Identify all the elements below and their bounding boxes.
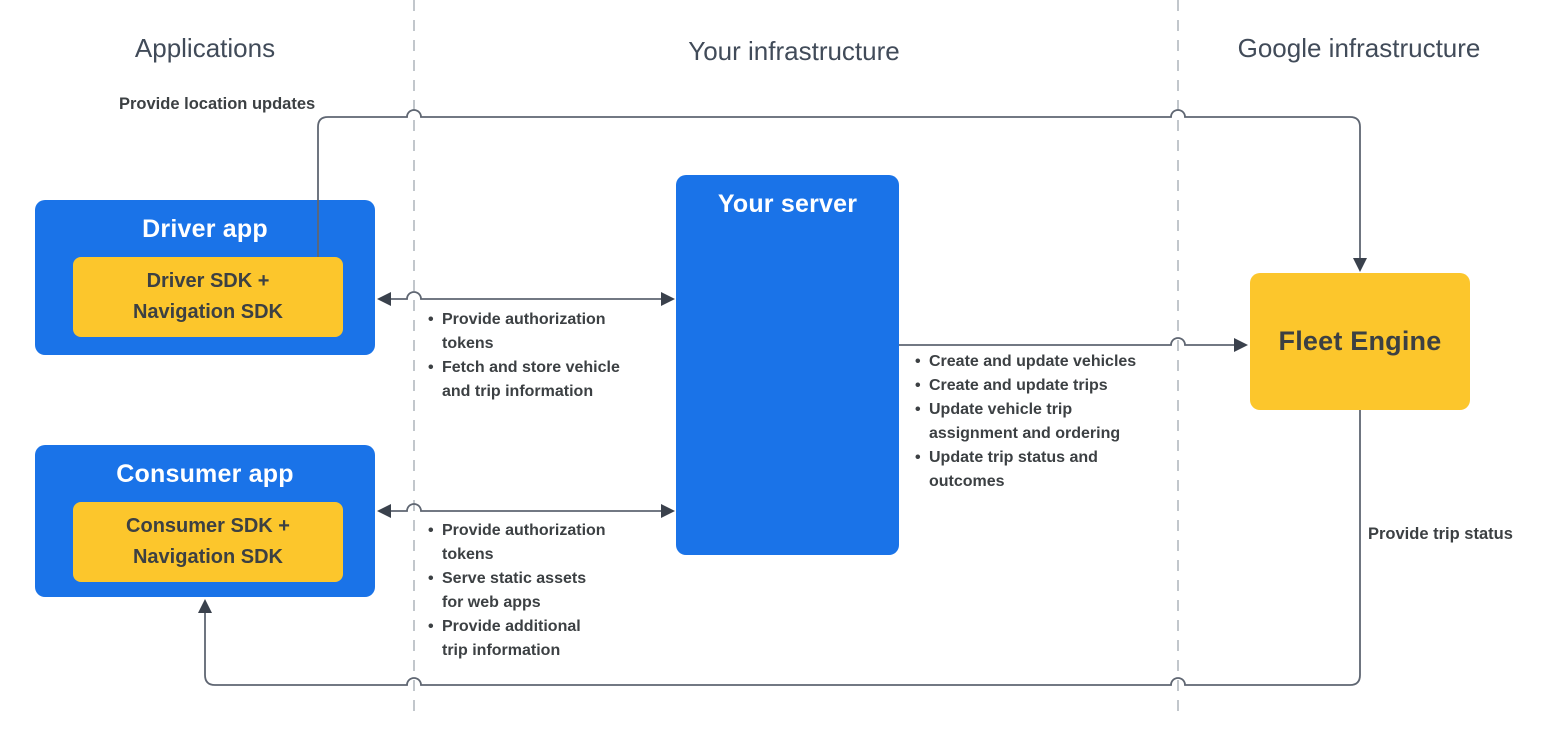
arrowhead-into-fleet-engine-left bbox=[1234, 338, 1248, 352]
edge-consumer-server bbox=[390, 503, 662, 512]
bullet-item: Provide authorization tokens bbox=[428, 308, 668, 356]
driver-server-bullet-list: Provide authorization tokens Fetch and s… bbox=[428, 308, 668, 404]
label-provide-trip-status: Provide trip status bbox=[1368, 525, 1513, 543]
driver-sdk-label: Driver SDK + Navigation SDK bbox=[132, 270, 284, 323]
consumer-app-title: Consumer app bbox=[116, 460, 294, 488]
edge-server-fleet bbox=[899, 337, 1234, 346]
bullet-item: Fetch and store vehicle and trip informa… bbox=[428, 356, 668, 404]
bullet-item: Serve static assets for web apps bbox=[428, 567, 658, 615]
column-header-your-infrastructure: Your infrastructure bbox=[688, 36, 900, 66]
driver-app-node: Driver app Driver SDK + Navigation SDK bbox=[35, 200, 375, 355]
your-server-title: Your server bbox=[717, 190, 858, 218]
arrowhead-into-your-server-top bbox=[661, 292, 675, 306]
arrowhead-into-consumer-app-bottom bbox=[198, 599, 212, 613]
bullet-item: Provide additional trip information bbox=[428, 615, 658, 663]
arrowhead-into-consumer-app bbox=[377, 504, 391, 518]
bullet-item: Create and update vehicles bbox=[915, 350, 1195, 374]
bullet-item: Update vehicle trip assignment and order… bbox=[915, 398, 1195, 446]
bullet-item: Update trip status and outcomes bbox=[915, 446, 1195, 494]
label-provide-location-updates: Provide location updates bbox=[119, 95, 316, 113]
bullet-item: Create and update trips bbox=[915, 374, 1195, 398]
arrowhead-into-fleet-engine-top bbox=[1353, 258, 1367, 272]
arrowhead-into-driver-app bbox=[377, 292, 391, 306]
column-header-google-infrastructure: Google infrastructure bbox=[1237, 33, 1481, 63]
consumer-server-bullet-list: Provide authorization tokens Serve stati… bbox=[428, 519, 658, 663]
driver-app-title: Driver app bbox=[142, 215, 268, 243]
driver-sdk-node: Driver SDK + Navigation SDK bbox=[73, 257, 343, 337]
fleet-engine-node: Fleet Engine bbox=[1250, 273, 1470, 410]
column-header-applications: Applications bbox=[134, 33, 276, 63]
bullet-item: Provide authorization tokens bbox=[428, 519, 658, 567]
arrowhead-into-your-server-bottom bbox=[661, 504, 675, 518]
consumer-sdk-node: Consumer SDK + Navigation SDK bbox=[73, 502, 343, 582]
fleet-engine-title: Fleet Engine bbox=[1278, 326, 1442, 356]
server-fleet-bullet-list: Create and update vehicles Create and up… bbox=[915, 350, 1195, 494]
consumer-app-node: Consumer app Consumer SDK + Navigation S… bbox=[35, 445, 375, 597]
consumer-sdk-label: Consumer SDK + Navigation SDK bbox=[126, 515, 290, 568]
your-server-node: Your server bbox=[676, 175, 899, 555]
edge-driver-server bbox=[390, 291, 662, 300]
